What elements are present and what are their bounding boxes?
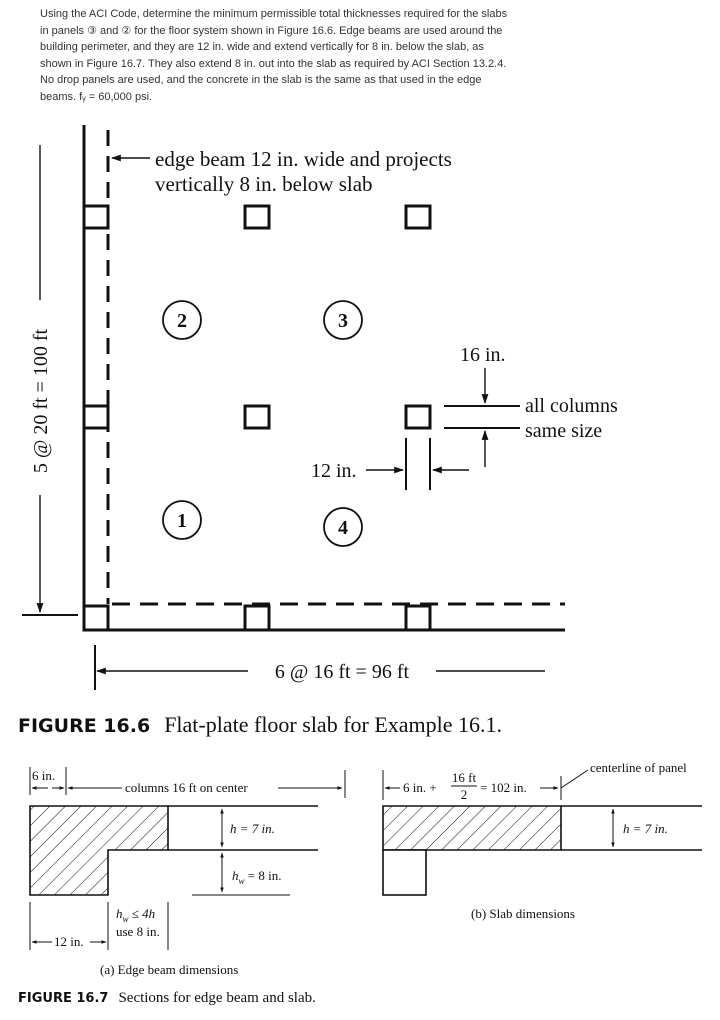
figure-16-7-caption: FIGURE 16.7 Sections for edge beam and sl… <box>18 990 316 1007</box>
figure-label: FIGURE 16.6 <box>18 715 151 737</box>
edge-beam-note: edge beam 12 in. wide and projects <box>155 147 452 171</box>
problem-statement: Using the ACI Code, determine the minimu… <box>40 6 640 105</box>
figure-16-7a: 6 in. columns 16 ft on center h = 7 in. … <box>29 767 346 977</box>
panel-label-2: 2 <box>162 300 202 340</box>
overall-dim-vertical-label: 5 @ 20 ft = 100 ft <box>30 328 52 473</box>
svg-text:3: 3 <box>338 310 348 332</box>
slab-width-fraction-num: 16 ft <box>452 770 477 785</box>
corner-column <box>82 604 110 632</box>
web-depth-label: hw = 8 in. <box>232 868 281 886</box>
problem-line: No drop panels are used, and the concret… <box>40 74 482 86</box>
panel-label-4: 4 <box>323 507 363 547</box>
problem-line: in panels ③ and ② for the floor system s… <box>40 24 503 37</box>
edge-column <box>243 604 271 632</box>
figure-16-6: edge beam 12 in. wide and projects verti… <box>22 125 618 690</box>
figure-label: FIGURE 16.7 <box>18 991 109 1006</box>
web-limit-value: use 8 in. <box>116 924 160 939</box>
slab-width-fraction-den: 2 <box>461 787 468 802</box>
panel-label-3: 3 <box>323 300 363 340</box>
subfigure-b-title: (b) Slab dimensions <box>471 906 575 921</box>
web-width-label: 12 in. <box>54 934 84 949</box>
problem-line: building perimeter, and they are 12 in. … <box>40 41 484 53</box>
edge-beam-note: vertically 8 in. below slab <box>155 172 373 196</box>
interior-column <box>243 204 271 230</box>
slab-section-hatched <box>382 805 562 851</box>
columns-note: all columns <box>525 395 618 417</box>
edge-column <box>82 404 110 430</box>
slab-thickness-label: h = 7 in. <box>230 821 275 836</box>
columns-note: same size <box>525 420 602 442</box>
centerline-leader <box>560 769 589 789</box>
edge-column <box>82 204 110 230</box>
subfigure-a-title: (a) Edge beam dimensions <box>100 962 238 977</box>
column-depth-label: 16 in. <box>460 344 506 366</box>
columns-spacing-label: columns 16 ft on center <box>125 780 248 795</box>
slab-thickness-label: h = 7 in. <box>623 821 668 836</box>
figure-caption-text: Sections for edge beam and slab. <box>118 990 316 1006</box>
figure-16-7b: 6 in. + 16 ft 2 = 102 in. centerline of … <box>382 760 702 921</box>
column-width-label: 12 in. <box>311 460 357 482</box>
panel-label-1: 1 <box>162 500 202 540</box>
edge-column <box>404 604 432 632</box>
svg-text:4: 4 <box>338 517 348 539</box>
centerline-label: centerline of panel <box>590 760 687 775</box>
interior-column <box>404 204 432 230</box>
figure-caption-text: Flat-plate floor slab for Example 16.1. <box>164 712 503 737</box>
problem-line: beams. fᵧ = 60,000 psi. <box>40 90 153 103</box>
figure-16-6-caption: FIGURE 16.6 Flat-plate floor slab for Exa… <box>18 712 502 738</box>
problem-line: Using the ACI Code, determine the minimu… <box>40 8 508 20</box>
edge-beam-web <box>382 849 427 896</box>
svg-text:2: 2 <box>177 310 187 332</box>
overall-dim-horizontal-label: 6 @ 16 ft = 96 ft <box>275 661 410 683</box>
flange-width-label: 6 in. <box>32 768 55 783</box>
slab-width-result: = 102 in. <box>480 780 527 795</box>
interior-column <box>243 404 271 430</box>
edge-beam-section-hatched <box>29 805 169 896</box>
problem-line: shown in Figure 16.7. They also extend 8… <box>40 57 507 70</box>
slab-width-calc: 6 in. + <box>403 780 437 795</box>
interior-column <box>404 404 432 430</box>
svg-text:1: 1 <box>177 510 187 532</box>
web-limit-label: hw ≤ 4h <box>116 906 155 924</box>
